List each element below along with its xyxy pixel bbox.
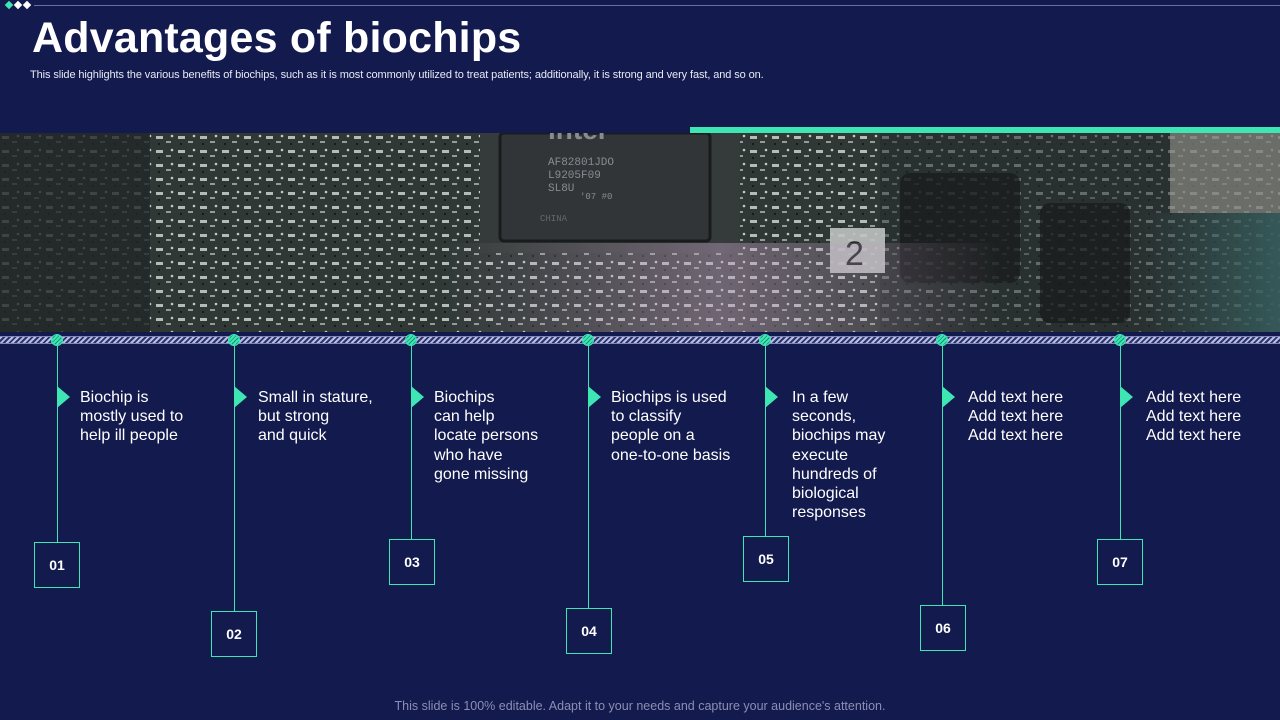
slide-title: Advantages of biochips: [32, 14, 522, 62]
step-text: Biochips is used to classify people on a…: [611, 389, 731, 464]
top-rule: [34, 5, 1280, 6]
timeline-node-icon: [759, 334, 771, 346]
timeline-connector: [1120, 346, 1121, 539]
timeline-node-icon: [405, 334, 417, 346]
diamond-icon: [22, 0, 32, 10]
chip-line-5: CHINA: [540, 214, 568, 224]
step-number-badge: 01: [34, 542, 80, 588]
circuit-board-photo: intel AF82801JDO L9205F09 SL8U '07 #0 CH…: [0, 133, 1280, 332]
step-text: Add text here Add text here Add text her…: [968, 389, 1064, 445]
timeline-node-icon: [51, 334, 63, 346]
timeline-node-icon: [582, 334, 594, 346]
chip-brand: intel: [548, 133, 606, 145]
arrow-right-icon: [942, 386, 955, 408]
timeline-node-icon: [936, 334, 948, 346]
timeline-connector: [588, 346, 589, 608]
diamond-icon: [13, 0, 23, 10]
corner-diamonds: [4, 0, 32, 10]
timeline-node-icon: [1114, 334, 1126, 346]
step-number-badge: 07: [1097, 539, 1143, 585]
step-number-badge: 02: [211, 611, 257, 657]
timeline-connector: [765, 346, 766, 536]
chip-line-3: SL8U: [548, 183, 574, 195]
step-text: Small in stature, but strong and quick: [258, 389, 373, 445]
circuit-board-illustration: intel AF82801JDO L9205F09 SL8U '07 #0 CH…: [0, 133, 1280, 332]
arrow-right-icon: [57, 386, 70, 408]
step-text: Biochip is mostly used to help ill peopl…: [80, 389, 184, 445]
step-number-badge: 04: [566, 608, 612, 654]
arrow-right-icon: [765, 386, 778, 408]
timeline-connector: [411, 346, 412, 539]
arrow-right-icon: [588, 386, 601, 408]
diamond-icon: [4, 0, 14, 10]
step-number-badge: 03: [389, 539, 435, 585]
timeline-connector: [942, 346, 943, 605]
step-number-badge: 05: [743, 536, 789, 582]
step-text: In a few seconds, biochips may execute h…: [792, 389, 886, 522]
timeline-connector: [234, 346, 235, 611]
timeline-connector: [57, 346, 58, 542]
timeline-rail: [0, 336, 1280, 344]
arrow-right-icon: [411, 386, 424, 408]
slide-footer: This slide is 100% editable. Adapt it to…: [394, 699, 886, 713]
arrow-right-icon: [234, 386, 247, 408]
timeline-node-icon: [228, 334, 240, 346]
step-text: Biochips can help locate persons who hav…: [434, 389, 539, 483]
arrow-right-icon: [1120, 386, 1133, 408]
step-number-badge: 06: [920, 605, 966, 651]
chip-line-2: L9205F09: [548, 170, 601, 182]
chip-line-4: '07 #0: [580, 192, 612, 202]
accent-bar: [690, 127, 1280, 133]
step-text: Add text here Add text here Add text her…: [1146, 389, 1242, 445]
slide-subtitle: This slide highlights the various benefi…: [30, 69, 764, 81]
chip-line-1: AF82801JDO: [548, 157, 614, 169]
